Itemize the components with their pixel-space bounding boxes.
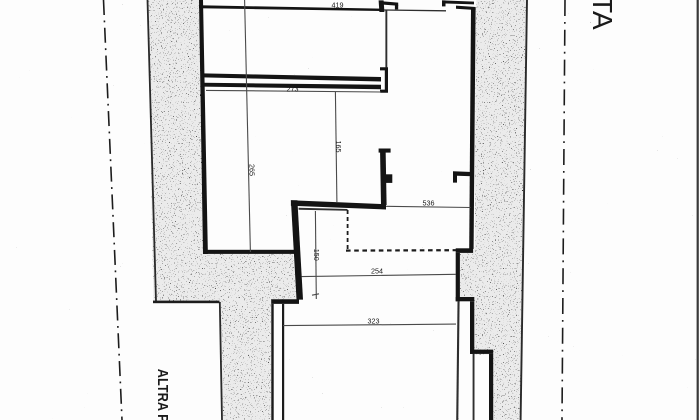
svg-text:254: 254	[371, 266, 383, 275]
svg-text:323: 323	[368, 316, 380, 325]
svg-text:265: 265	[248, 164, 257, 176]
svg-text:150: 150	[312, 249, 321, 261]
svg-text:536: 536	[423, 199, 435, 208]
svg-text:ALTRA PR: ALTRA PR	[154, 369, 171, 420]
svg-text:165: 165	[334, 141, 343, 153]
svg-text:273: 273	[287, 84, 299, 93]
svg-text:TA: TA	[587, 0, 618, 30]
svg-text:419: 419	[332, 0, 344, 9]
